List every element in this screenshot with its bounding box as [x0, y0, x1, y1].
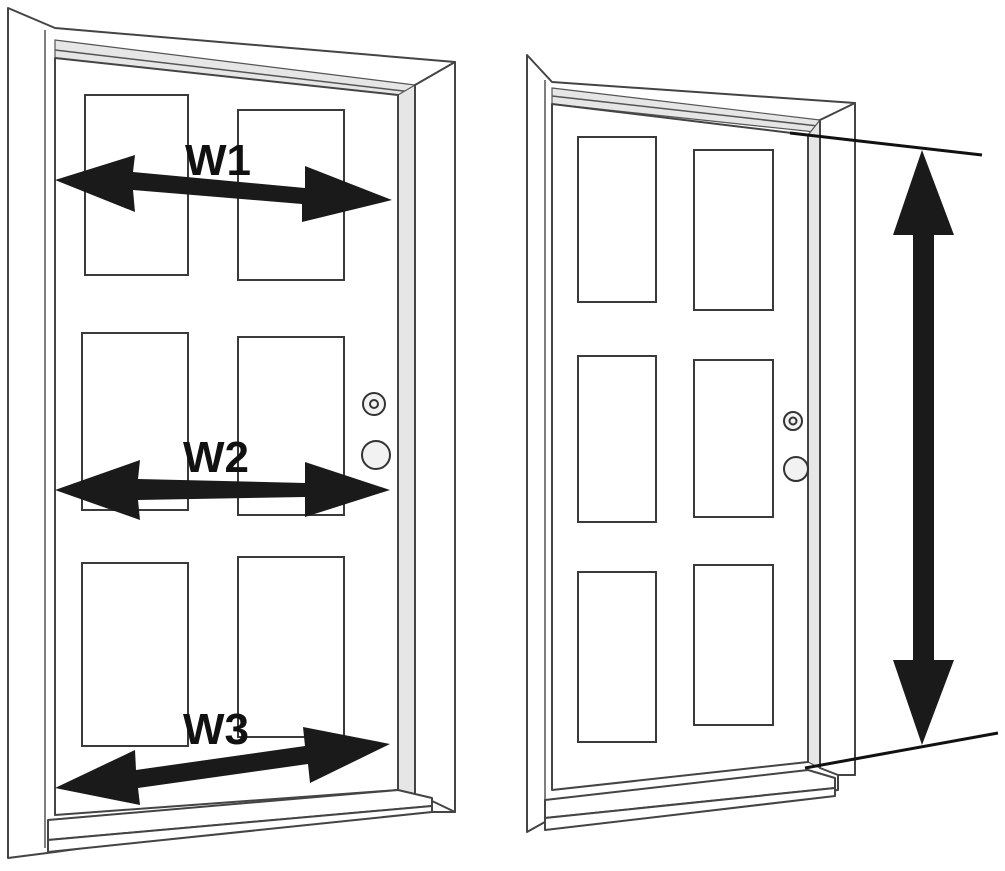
w1-label: W1 [185, 136, 251, 185]
right-door-panel-top-right [693, 149, 774, 311]
left-door-knob-icon [361, 440, 391, 470]
right-door-assembly [526, 54, 856, 833]
right-door-knob-icon [783, 456, 809, 482]
left-door-panel-bottom-right [237, 556, 345, 738]
height-bottom-leader-line [804, 731, 999, 770]
left-door-head-jamb-line [54, 49, 413, 93]
w1-arrow-group: W1 [55, 136, 392, 222]
height-top-leader-line [789, 131, 983, 157]
left-door-panel-bottom-left [81, 562, 189, 747]
right-door-panel-middle-right [693, 359, 774, 518]
right-door-head-jamb-line [551, 95, 819, 127]
right-door-right-casing [819, 102, 856, 776]
w3-double-arrow-icon [55, 727, 390, 805]
left-door-sill [47, 789, 433, 841]
left-door-sill-base [47, 805, 433, 853]
w3-arrow-group: W3 [55, 705, 390, 805]
left-door-side-jamb [397, 83, 416, 799]
right-door-panel-bottom-right [693, 564, 774, 726]
left-door-right-casing [414, 61, 456, 813]
right-door-sill [544, 769, 836, 819]
right-door-side-jamb [807, 118, 821, 769]
height-measurement-group [789, 131, 999, 770]
right-door-panel-bottom-left [577, 571, 657, 743]
w2-double-arrow-icon [55, 460, 390, 520]
height-double-arrow-icon [893, 150, 954, 745]
w3-label: W3 [183, 705, 249, 754]
left-door-deadbolt-core [369, 399, 379, 409]
right-door-panel-top-left [577, 136, 657, 303]
right-door-panel-middle-left [577, 355, 657, 523]
w1-double-arrow-icon [55, 155, 392, 222]
left-door-assembly [7, 7, 456, 859]
right-door-deadbolt-core [788, 416, 798, 426]
w2-label: W2 [183, 433, 249, 482]
right-door-sill-base [544, 787, 836, 831]
w2-arrow-group: W2 [55, 433, 390, 520]
